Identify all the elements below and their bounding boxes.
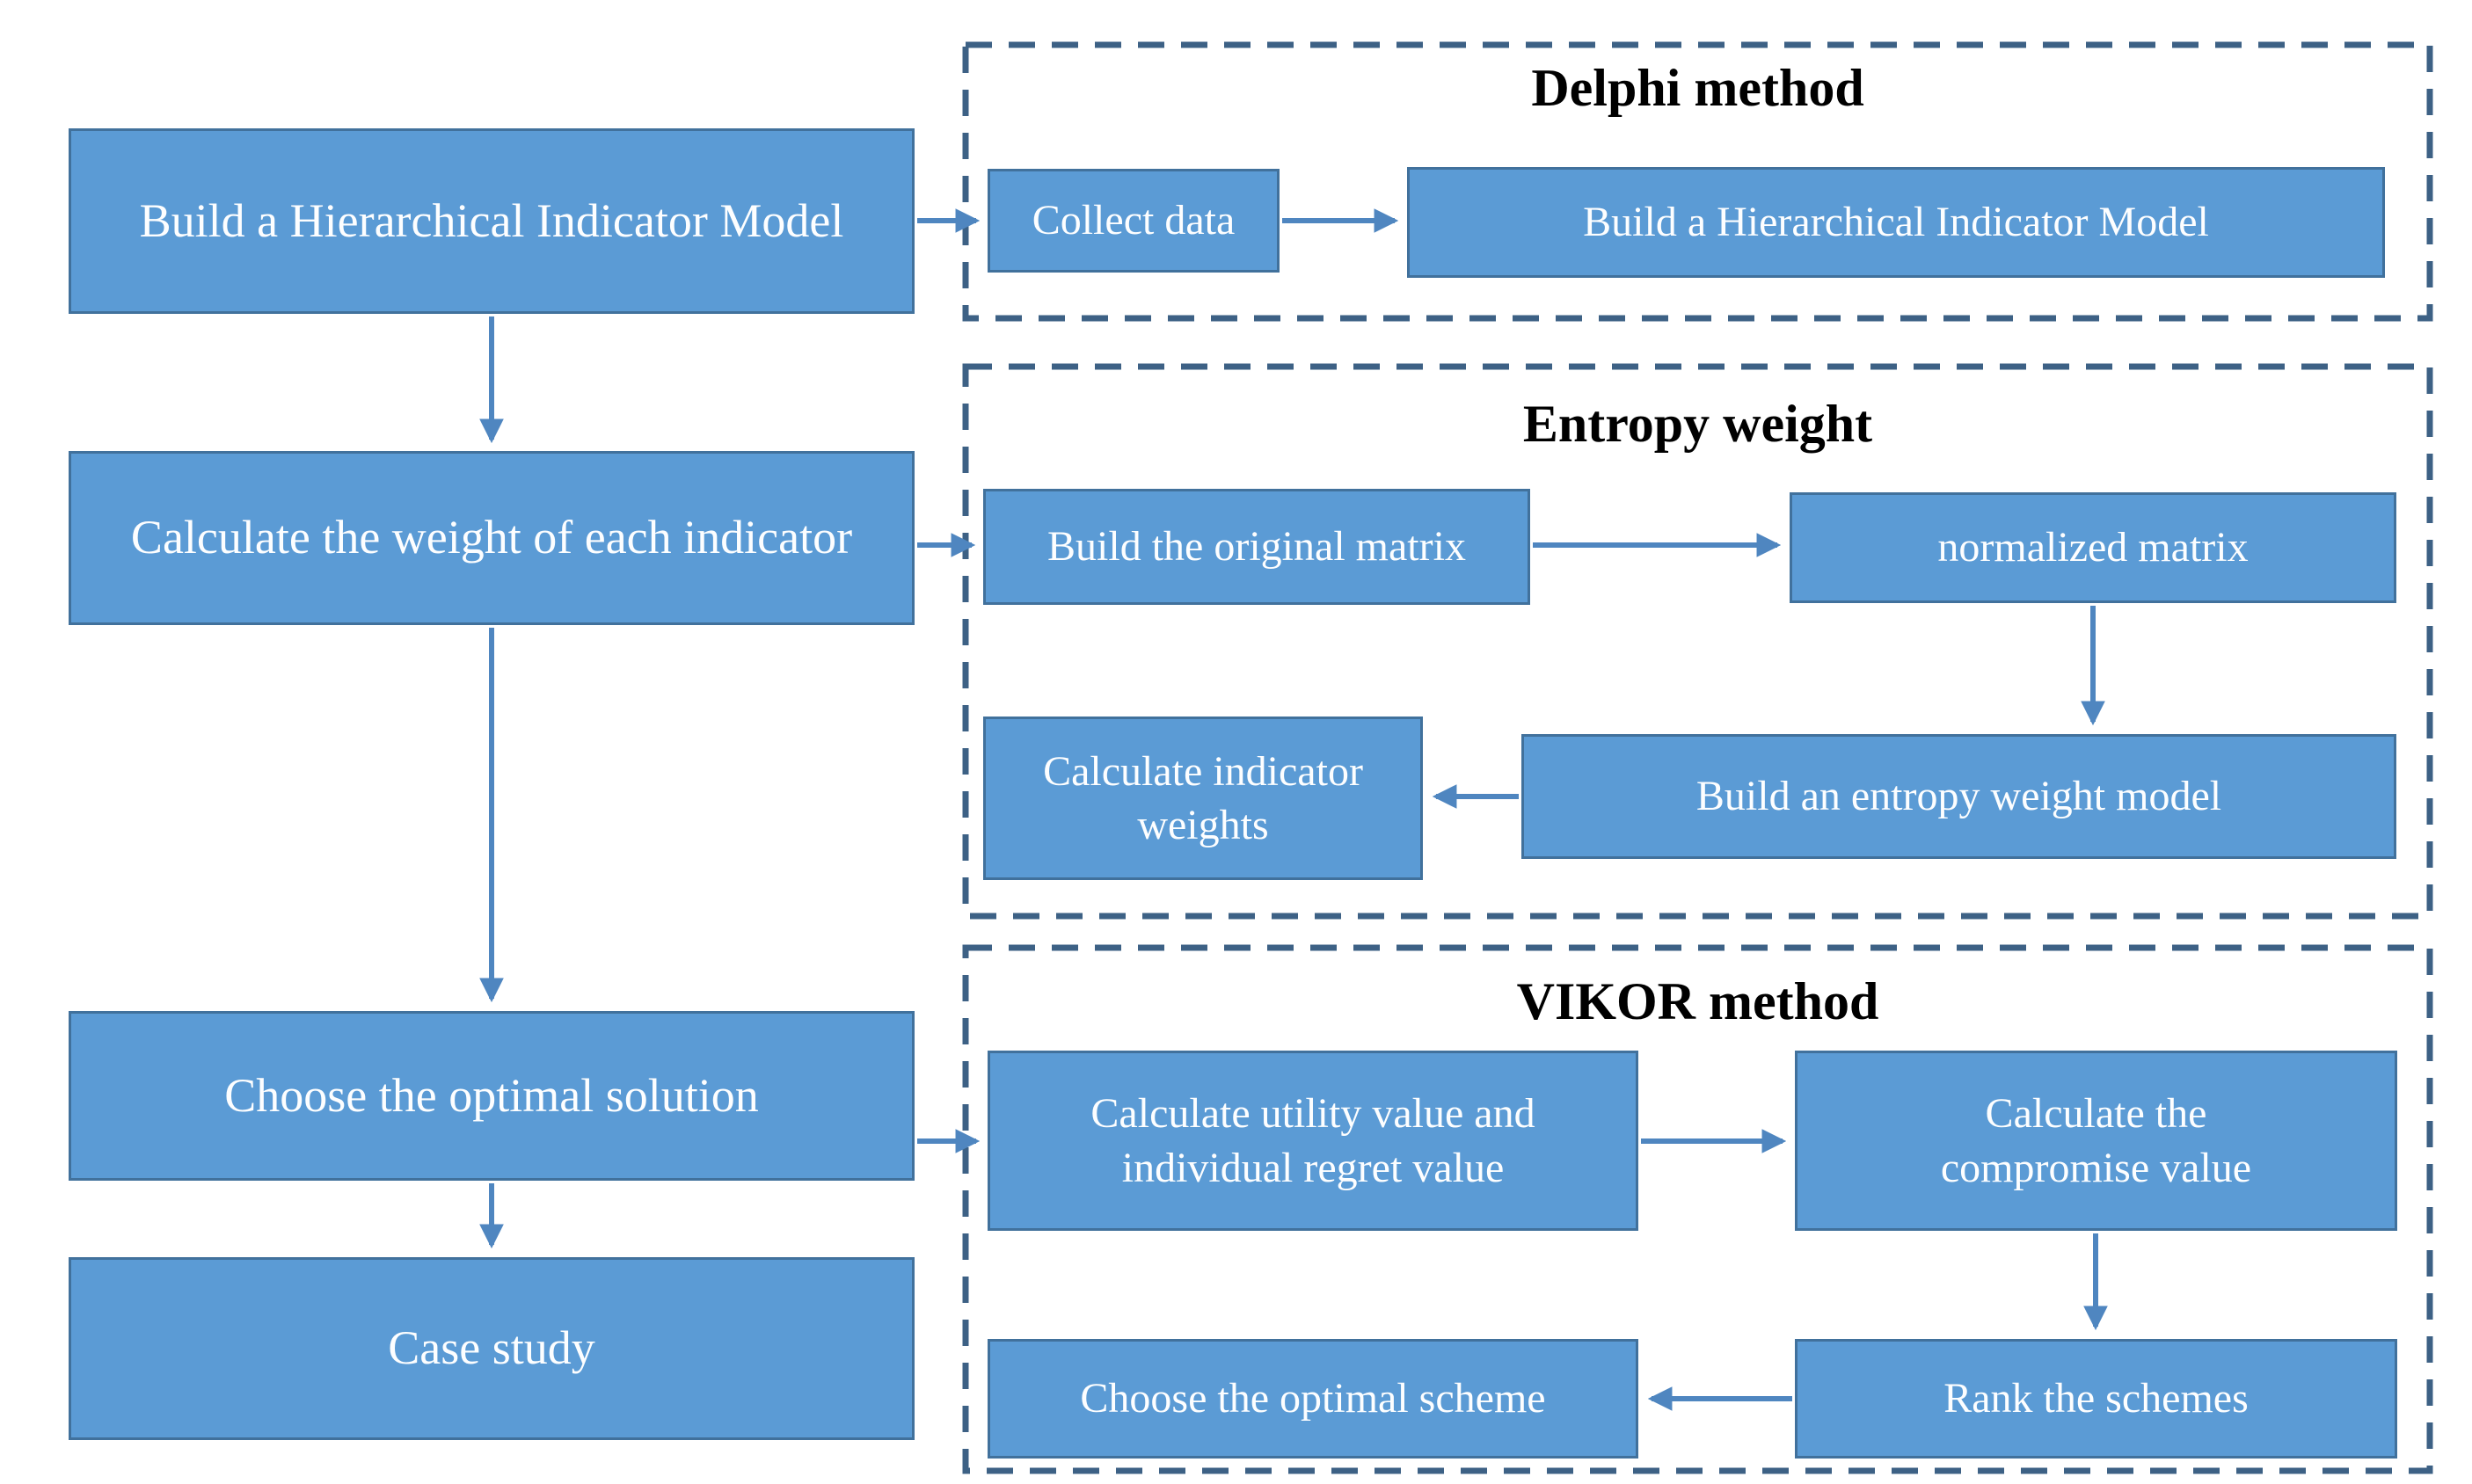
entropy-box-normalized-matrix: normalized matrix (1790, 492, 2396, 603)
delphi-box-collect-data: Collect data (988, 169, 1280, 273)
step-box-choose-optimal-solution: Choose the optimal solution (69, 1011, 915, 1181)
vikor-section-border (962, 944, 2433, 1474)
delphi-section-title: Delphi method (1531, 59, 1864, 117)
entropy-box-build-entropy-weight-model: Build an entropy weight model (1521, 734, 2396, 859)
entropy-box-calculate-indicator-weights: Calculate indicator weights (983, 717, 1423, 880)
entropy-section-border (962, 363, 2433, 920)
entropy-box-build-original-matrix: Build the original matrix (983, 489, 1530, 605)
step-box-calculate-weight: Calculate the weight of each indicator (69, 451, 915, 625)
delphi-box-build-hierarchical-model: Build a Hierarchical Indicator Model (1407, 167, 2385, 278)
step-box-case-study: Case study (69, 1257, 915, 1440)
delphi-section-border (962, 41, 2433, 322)
vikor-box-calculate-utility-regret: Calculate utility value and individual r… (988, 1051, 1638, 1231)
step-box-build-hierarchical-model: Build a Hierarchical Indicator Model (69, 128, 915, 314)
entropy-section-title: Entropy weight (1522, 395, 1873, 453)
vikor-box-choose-optimal-scheme: Choose the optimal scheme (988, 1339, 1638, 1459)
vikor-box-rank-schemes: Rank the schemes (1795, 1339, 2397, 1459)
vikor-box-calculate-compromise-value: Calculate the compromise value (1795, 1051, 2397, 1231)
vikor-section-title: VIKOR method (1516, 972, 1879, 1030)
